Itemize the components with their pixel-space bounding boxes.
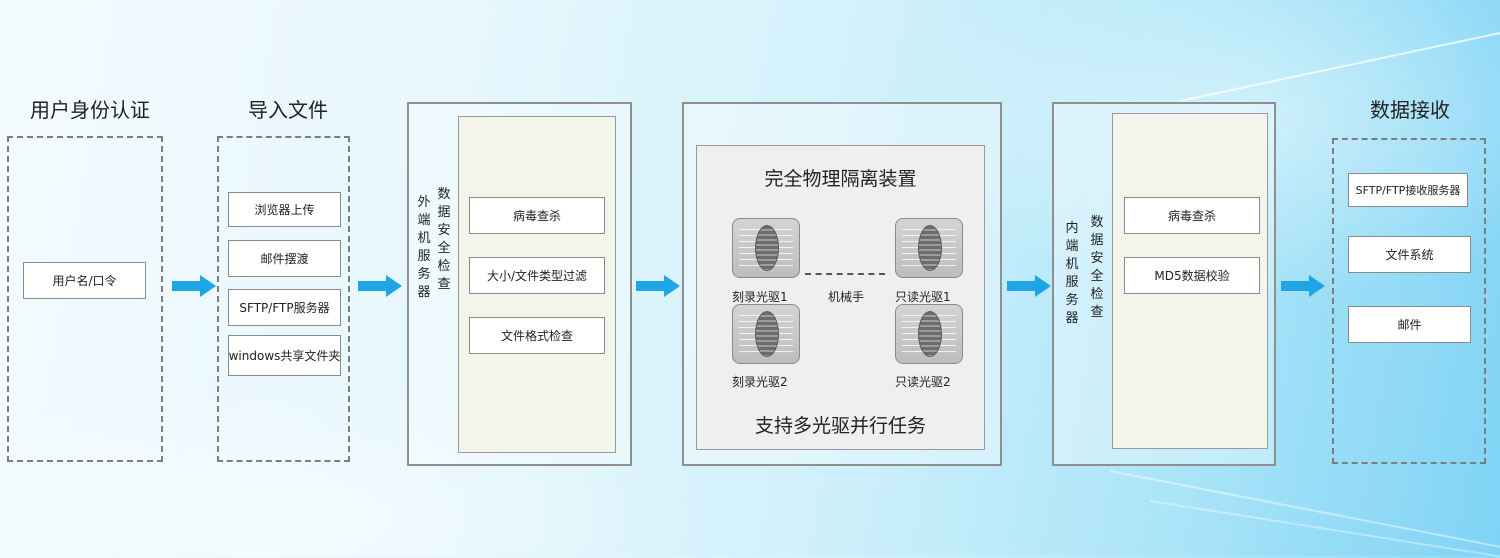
outer-item: 病毒查杀 [469, 197, 605, 234]
right-arrow-icon [358, 275, 402, 297]
isolation-inner [696, 145, 985, 450]
outer-item: 文件格式检查 [469, 317, 605, 354]
auth-title: 用户身份认证 [30, 98, 150, 122]
right-arrow-icon [1281, 275, 1325, 297]
auth-panel [7, 136, 163, 462]
import-item: SFTP/FTP服务器 [228, 289, 341, 326]
burn-drive-1-icon [732, 218, 800, 278]
read-drive-2-label: 只读光驱2 [895, 375, 951, 389]
robot-label: 机械手 [828, 290, 865, 304]
import-item: 邮件摆渡 [228, 240, 341, 277]
read-drive-1-label: 只读光驱1 [895, 290, 951, 304]
auth-item: 用户名/口令 [23, 262, 146, 299]
inner-server-label: 内端机服务器 [1065, 221, 1079, 326]
receive-title: 数据接收 [1370, 98, 1450, 122]
background-light-streak [1109, 470, 1500, 549]
isolation-footer: 支持多光驱并行任务 [754, 415, 926, 437]
import-title: 导入文件 [248, 98, 328, 122]
receive-panel [1332, 138, 1486, 464]
background-light-streak [1149, 500, 1500, 558]
outer-check-label: 数据安全检查 [437, 187, 451, 292]
isolation-title: 完全物理隔离装置 [764, 168, 917, 190]
background-light-streak [1179, 31, 1500, 102]
robot-connector [805, 273, 885, 275]
right-arrow-icon [1007, 275, 1051, 297]
burn-drive-2-label: 刻录光驱2 [732, 375, 788, 389]
import-item: 浏览器上传 [228, 192, 341, 227]
receive-item: 邮件 [1348, 306, 1471, 343]
receive-item: SFTP/FTP接收服务器 [1348, 173, 1468, 207]
right-arrow-icon [172, 275, 216, 297]
inner-item: 病毒查杀 [1124, 197, 1260, 234]
right-arrow-icon [636, 275, 680, 297]
read-drive-1-icon [895, 218, 963, 278]
receive-item: 文件系统 [1348, 236, 1471, 273]
burn-drive-2-icon [732, 304, 800, 364]
outer-server-label: 外端机服务器 [417, 195, 431, 300]
import-panel [217, 136, 350, 462]
outer-item: 大小/文件类型过滤 [469, 257, 605, 294]
burn-drive-1-label: 刻录光驱1 [732, 290, 788, 304]
inner-item: MD5数据校验 [1124, 257, 1260, 294]
read-drive-2-icon [895, 304, 963, 364]
inner-check-label: 数据安全检查 [1090, 215, 1104, 320]
import-item: windows共享文件夹 [228, 335, 341, 376]
